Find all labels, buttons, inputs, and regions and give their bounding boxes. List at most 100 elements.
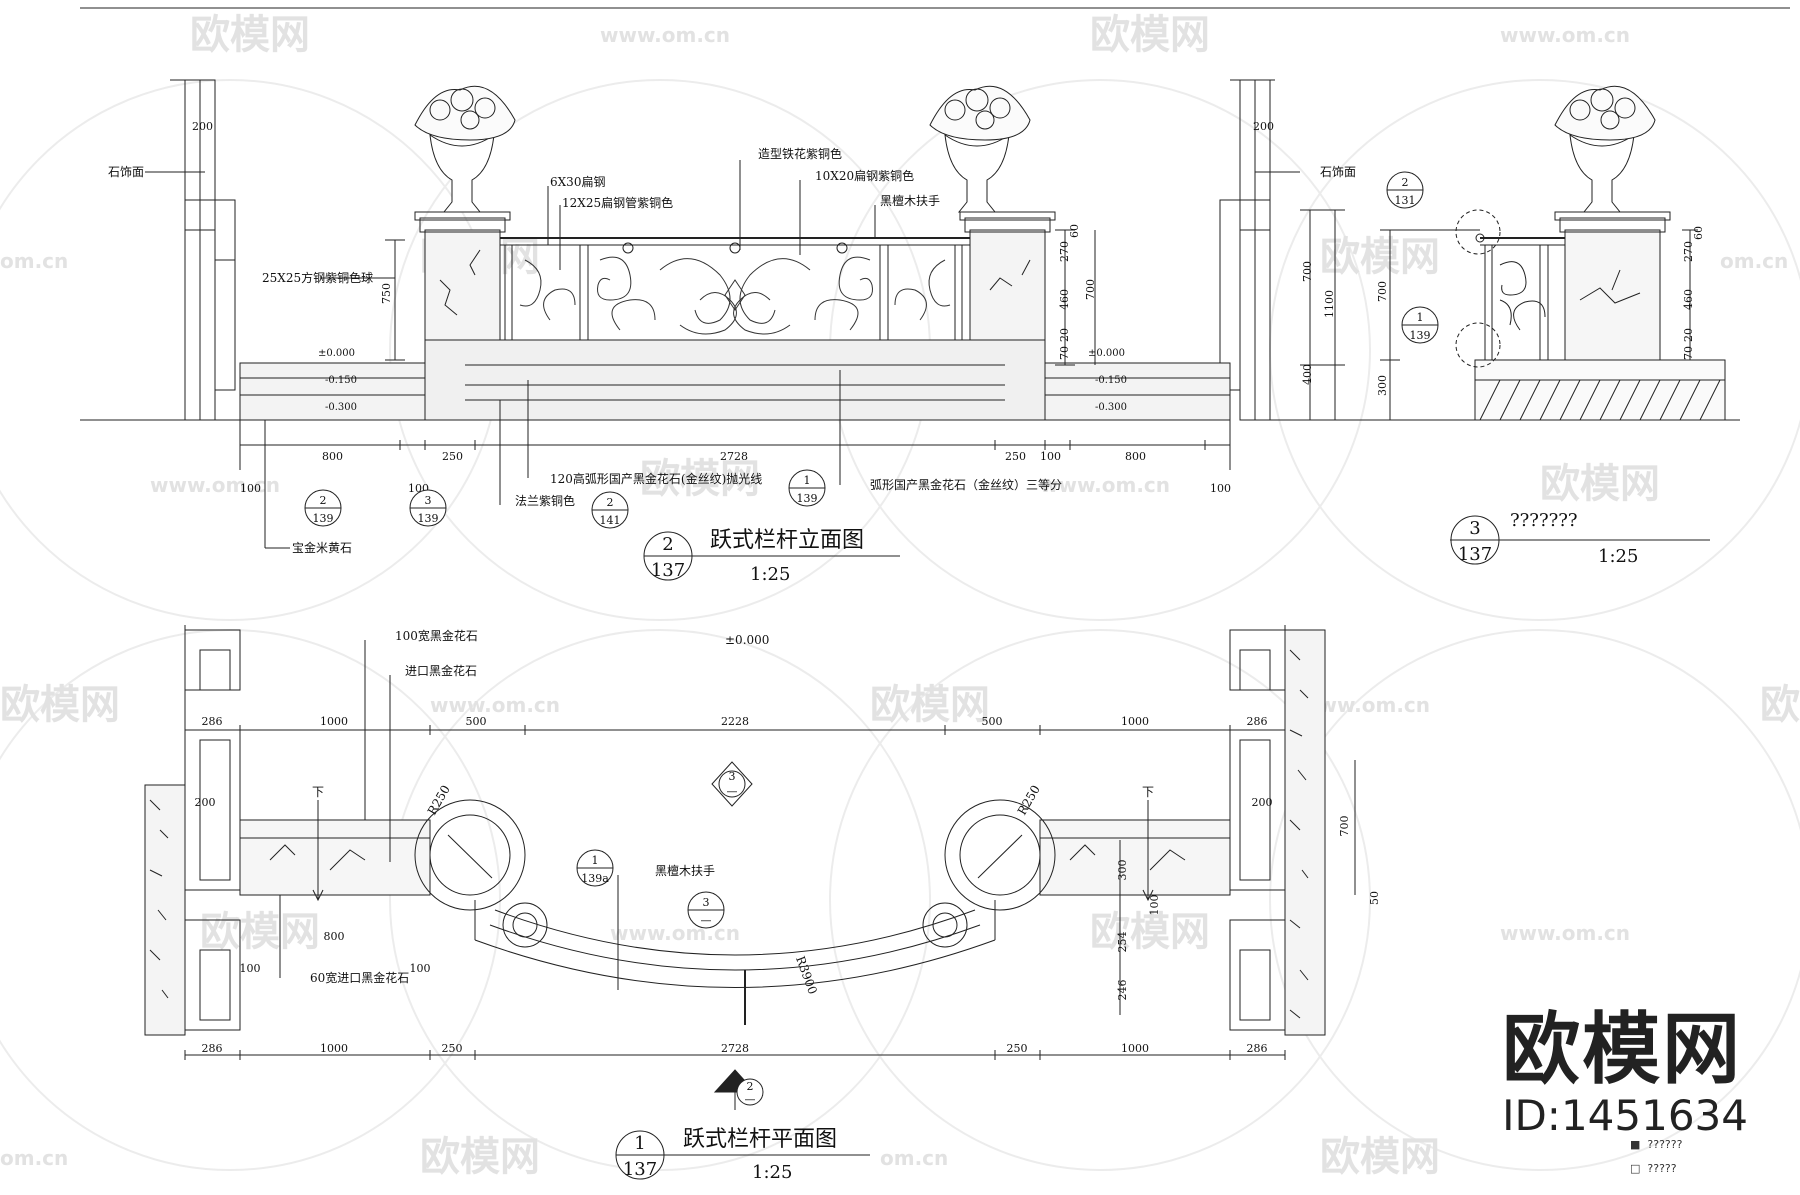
dim-270: 270 (1682, 241, 1695, 262)
elevation-callouts (304, 469, 826, 529)
plan-ref-sheet: 137 (623, 1159, 657, 1180)
callout-bottom: — (727, 785, 738, 798)
callout-top: 2 (320, 494, 327, 507)
dim-100b: 100 (410, 962, 431, 975)
watermark-brand: 欧模网 (420, 1134, 540, 1180)
plan-callouts (576, 761, 870, 1180)
watermark-site: www.om.cn (610, 921, 740, 945)
dim-250b: 250 (1005, 450, 1026, 463)
level-m150-right: -0.150 (1095, 375, 1127, 386)
elevation-title: 跃式栏杆立面图 (710, 528, 864, 553)
dim-800: 800 (324, 930, 345, 943)
dim-460: 460 (1682, 289, 1695, 310)
label-shaped-iron: 造型铁花紫铜色 (758, 146, 842, 161)
level-m150-left: -0.150 (325, 375, 357, 386)
callout-bottom: — (745, 1093, 756, 1106)
dim-200-left: 200 (192, 120, 213, 133)
callout-bottom: 139a (581, 872, 609, 885)
level-m300-left: -0.300 (325, 402, 357, 413)
watermark-site: om.cn (0, 1146, 68, 1170)
dim-bottom: 2728 (721, 1042, 749, 1055)
watermark-site: www.om.cn (1500, 23, 1630, 47)
dim-bottom: 250 (1007, 1042, 1028, 1055)
dim-700: 700 (1338, 816, 1351, 837)
callout-top: 3 (703, 896, 710, 909)
watermark-brand: 欧模网 (200, 909, 320, 955)
elevation-ref-sheet: 137 (651, 560, 685, 581)
callout-bottom: 139 (1410, 329, 1431, 342)
brand-name: 欧模网 (1502, 1005, 1743, 1095)
watermark-brand: 欧模网 (1090, 12, 1210, 58)
legend-item: ■ ?????? (1630, 1138, 1682, 1162)
dim-20: 20 (1682, 328, 1695, 342)
label-stone-60: 60宽进口黑金花石 (310, 970, 409, 985)
watermark-brand: 欧模网 (1320, 234, 1440, 280)
dim-100d: 100 (1210, 482, 1231, 495)
callout-bottom: 139 (797, 492, 818, 505)
callout-bottom: 141 (600, 514, 621, 527)
watermark-site: www.om.cn (150, 473, 280, 497)
label-flange: 法兰紫铜色 (515, 493, 575, 508)
dim-top: 500 (466, 715, 487, 728)
level-m300-right: -0.300 (1095, 402, 1127, 413)
dim-200-left: 200 (195, 796, 216, 809)
dim-70: 70 (1682, 346, 1695, 360)
watermark-brand: 欧模网 (1320, 1134, 1440, 1180)
dim-100a: 100 (240, 962, 261, 975)
plan-scale: 1:25 (752, 1162, 792, 1183)
dim-300: 300 (1116, 860, 1129, 881)
callout-top: 3 (729, 770, 736, 783)
dim-bottom: 1000 (1121, 1042, 1149, 1055)
dim-300: 300 (1376, 375, 1389, 396)
callout-bottom: 139 (313, 512, 334, 525)
dim-750: 750 (380, 283, 393, 304)
legend-item: □ ????? (1630, 1162, 1682, 1186)
legend: ■ ?????? □ ????? (1630, 1138, 1682, 1186)
watermark-brand: 欧模网 (1090, 909, 1210, 955)
callout-bottom: — (701, 914, 712, 927)
section3-number: 3 (1469, 518, 1480, 539)
label-flat-steel-6x30: 6X30扁钢 (550, 175, 605, 189)
watermark-brand: 欧模网 (0, 682, 120, 728)
watermark-brand: 欧模网 (1760, 682, 1800, 728)
dim-bottom: 286 (202, 1042, 223, 1055)
dim-bottom: 286 (1247, 1042, 1268, 1055)
label-down-left: 下 (312, 785, 324, 799)
label-plan-handrail: 黑檀木扶手 (655, 863, 715, 878)
dim-60: 60 (1692, 226, 1705, 240)
section3-title: ??????? (1510, 510, 1578, 531)
brand-id: ID:1451634 (1502, 1091, 1748, 1140)
plan-ref-number: 1 (634, 1133, 645, 1154)
dim-400: 400 (1301, 364, 1314, 385)
dim-700: 700 (1084, 279, 1097, 300)
dim-bottom: 1000 (320, 1042, 348, 1055)
dim-250a: 250 (442, 450, 463, 463)
label-r3900: R3900 (793, 954, 820, 996)
dim-700b: 700 (1301, 261, 1314, 282)
callout-bottom: 131 (1395, 194, 1416, 207)
dim-50: 50 (1368, 891, 1381, 905)
watermark-site: om.cn (880, 1146, 948, 1170)
callout-top: 2 (1402, 176, 1409, 189)
callout-top: 2 (747, 1080, 754, 1093)
watermark-site: www.om.cn (1500, 921, 1630, 945)
elevation-title-ref (643, 531, 900, 581)
section3-sheet: 137 (1458, 544, 1492, 565)
dim-270: 270 (1058, 241, 1071, 262)
watermark-brand: 欧模网 (190, 12, 310, 58)
label-flat-steel-pipe: 12X25扁钢管紫铜色 (562, 195, 673, 210)
dim-200-right: 200 (1253, 120, 1274, 133)
callout-top: 3 (425, 494, 432, 507)
legend-label: ????? (1647, 1162, 1677, 1175)
label-stone-facing-left: 石饰面 (108, 165, 144, 179)
dim-700: 700 (1376, 281, 1389, 302)
dim-100a: 100 (240, 482, 261, 495)
watermark-site: www.om.cn (600, 23, 730, 47)
label-curved-stone: 弧形国产黑金花石（金丝纹）三等分 (870, 477, 1062, 492)
dim-1100: 1100 (1323, 290, 1336, 318)
dim-2728: 2728 (720, 450, 748, 463)
legend-label: ?????? (1647, 1138, 1683, 1151)
watermark-brand: 欧模网 (1540, 461, 1660, 507)
watermark-site: www.om.cn (1040, 473, 1170, 497)
